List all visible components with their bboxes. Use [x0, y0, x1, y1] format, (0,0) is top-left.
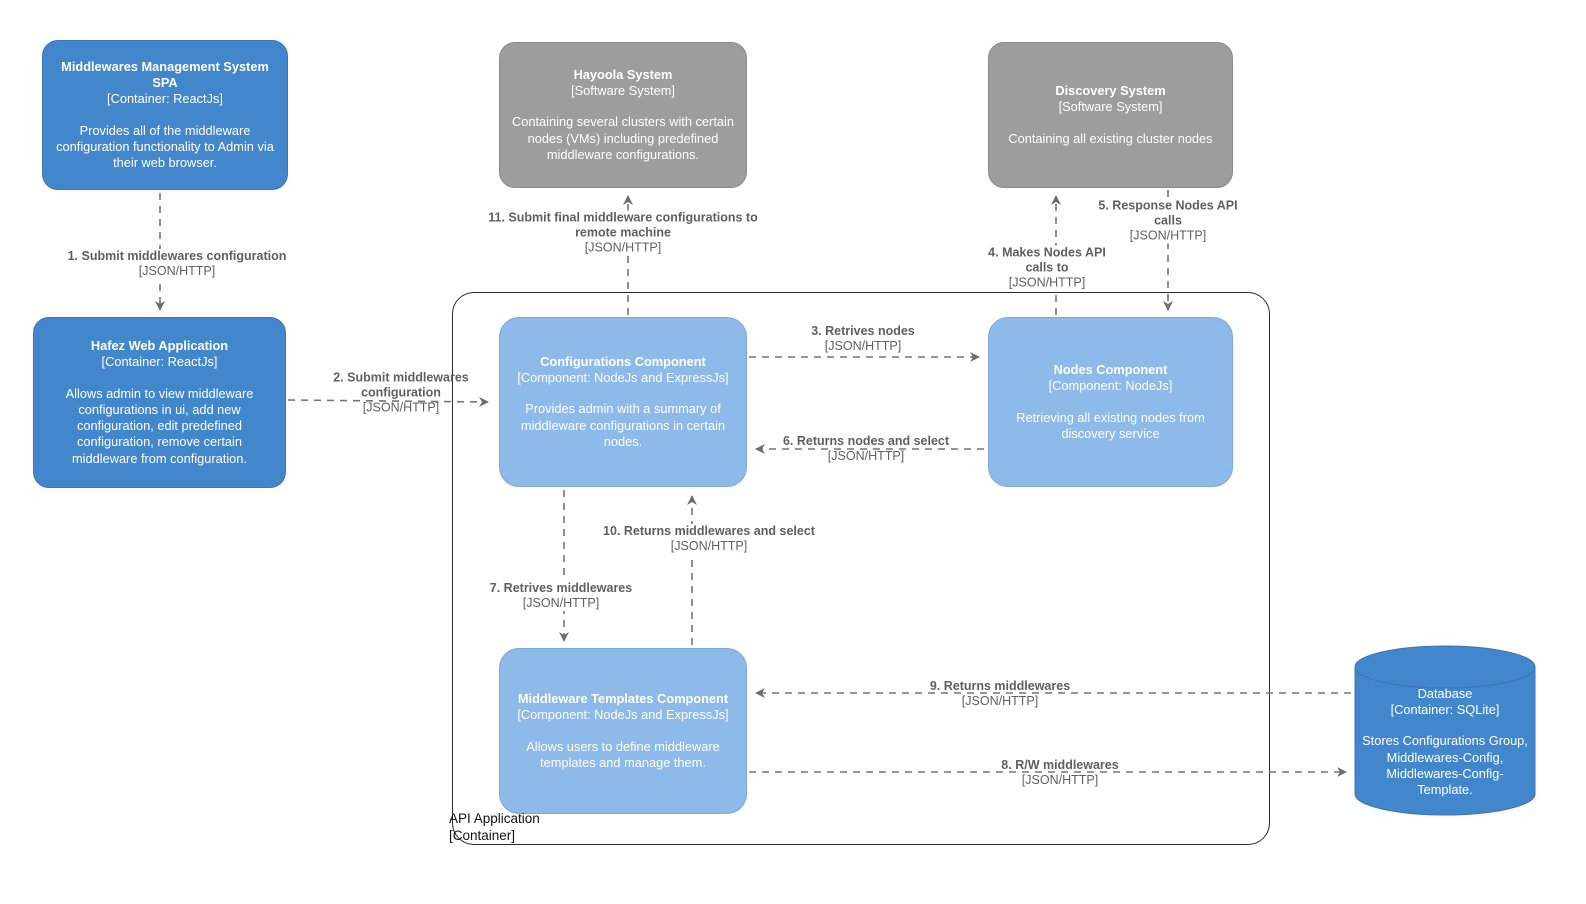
box-hafez-web-application: Hafez Web Application [Container: ReactJ… [33, 317, 286, 488]
boundary-type: [Container] [449, 828, 516, 843]
relationship-protocol: [JSON/HTTP] [670, 539, 748, 553]
relationship-text: 6. Returns nodes and select [782, 434, 950, 448]
box-configurations-component: Configurations Component [Component: Nod… [499, 317, 747, 487]
relationship-label-2: 2. Submit middlewares configuration [JSO… [321, 371, 481, 416]
relationship-protocol: [JSON/HTTP] [584, 240, 662, 255]
box-hayoola-system: Hayoola System [Software System] Contain… [499, 42, 747, 188]
relationship-label-6: 6. Returns nodes and select [JSON/HTTP] [759, 434, 974, 464]
node-description: Containing several clusters with certain… [512, 114, 734, 162]
relationship-text: 5. Response Nodes API calls [1098, 198, 1238, 228]
node-type: [Component: NodeJs] [1048, 378, 1173, 394]
relationship-text: 3. Retrives nodes [811, 324, 915, 338]
node-title: Middleware Templates Component [517, 691, 729, 706]
node-description: Provides admin with a summary of middlew… [520, 401, 726, 449]
relationship-protocol: [JSON/HTTP] [824, 339, 902, 353]
box-nodes-component: Nodes Component [Component: NodeJs] Retr… [988, 317, 1233, 487]
relationship-protocol: [JSON/HTTP] [961, 694, 1039, 708]
relationship-text: 1. Submit middlewares configuration [67, 249, 287, 263]
relationship-text: 10. Returns middlewares and select [603, 524, 815, 538]
relationship-protocol: [JSON/HTTP] [1021, 773, 1099, 787]
relationship-protocol: [JSON/HTTP] [1008, 275, 1086, 290]
relationship-text: 9. Returns middlewares [929, 679, 1071, 693]
box-middleware-templates-component: Middleware Templates Component [Componen… [499, 648, 747, 814]
node-type: [Component: NodeJs and ExpressJs] [517, 370, 729, 386]
relationship-protocol: [JSON/HTTP] [362, 400, 440, 415]
boundary-title: API Application [449, 811, 540, 826]
node-title: Configurations Component [540, 353, 706, 369]
relationship-label-11: 11. Submit final middleware configuratio… [468, 210, 778, 256]
relationship-label-3: 3. Retrives nodes [JSON/HTTP] [778, 324, 948, 354]
relationship-label-10: 10. Returns middlewares and select [JSON… [581, 524, 837, 554]
relationship-text: 7. Retrives middlewares [489, 581, 633, 595]
relationship-label-9: 9. Returns middlewares [JSON/HTTP] [905, 679, 1095, 709]
box-discovery-system: Discovery System [Software System] Conta… [988, 42, 1233, 188]
relationship-text: 8. R/W middlewares [1001, 758, 1119, 772]
relationship-text: 4. Makes Nodes API calls to [988, 245, 1106, 275]
relationship-protocol: [JSON/HTTP] [827, 449, 905, 463]
node-description: Provides all of the middleware configura… [56, 122, 274, 171]
node-title: Database [1417, 685, 1473, 701]
node-description: Allows users to define middleware templa… [526, 738, 720, 770]
relationship-protocol: [JSON/HTTP] [138, 264, 216, 278]
relationship-label-1: 1. Submit middlewares configuration [JSO… [44, 249, 310, 279]
node-type: [Software System] [571, 83, 675, 99]
box-middlewares-management-system-spa: Middlewares Management System SPA [Conta… [42, 40, 288, 190]
box-database: Database [Container: SQLite] Stores Conf… [1353, 645, 1537, 817]
relationship-label-5: 5. Response Nodes API calls [JSON/HTTP] [1098, 198, 1238, 244]
node-title: Nodes Component [1053, 362, 1168, 377]
relationship-text: 2. Submit middlewares configuration [333, 370, 469, 400]
node-description: Allows admin to view middleware configur… [65, 385, 254, 466]
node-title: Hayoola System [573, 66, 673, 82]
node-description: Containing all existing cluster nodes [1008, 130, 1213, 146]
relationship-protocol: [JSON/HTTP] [1129, 228, 1207, 243]
node-type: [Container: SQLite] [1390, 702, 1500, 717]
node-title: Hafez Web Application [90, 338, 229, 354]
node-type: [Container: ReactJs] [101, 354, 218, 370]
node-title: Middlewares Management System SPA [61, 58, 269, 90]
node-type: [Software System] [1058, 99, 1163, 115]
database-cylinder-icon [1354, 645, 1536, 816]
node-description: Retrieving all existing nodes from disco… [1016, 409, 1205, 441]
api-application-boundary [452, 292, 1270, 845]
node-title: Discovery System [1055, 83, 1166, 99]
relationship-protocol: [JSON/HTTP] [522, 596, 600, 610]
relationship-label-8: 8. R/W middlewares [JSON/HTTP] [973, 758, 1148, 788]
relationship-text: 11. Submit final middleware configuratio… [488, 210, 758, 240]
relationship-label-4: 4. Makes Nodes API calls to [JSON/HTTP] [984, 245, 1110, 291]
relationship-label-7: 7. Retrives middlewares [JSON/HTTP] [473, 581, 649, 611]
node-description: Stores Configurations Group, Middlewares… [1362, 733, 1528, 797]
node-type: [Component: NodeJs and ExpressJs] [517, 707, 729, 723]
api-application-boundary-label: API Application [Container] [449, 810, 540, 844]
node-type: [Container: ReactJs] [107, 91, 223, 107]
